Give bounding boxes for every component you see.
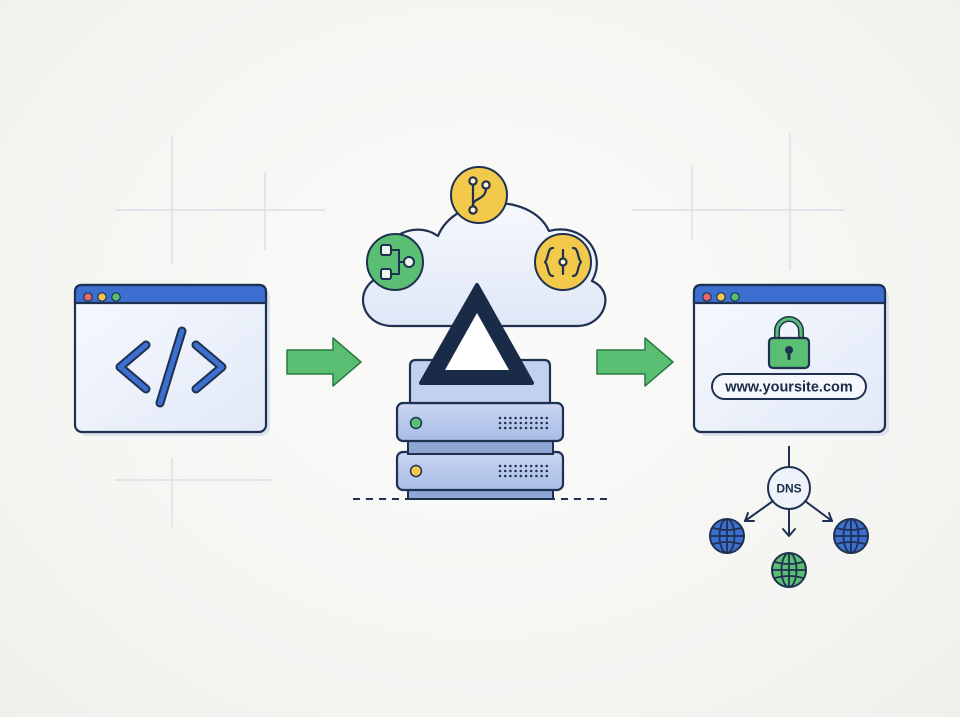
arrow-right-icon (596, 337, 674, 387)
url-bar (711, 373, 867, 400)
lock-icon (767, 316, 811, 370)
window-maximize-dot (111, 292, 121, 302)
globe-icon (833, 518, 869, 554)
server-vents (498, 416, 549, 430)
git-branch-icon (450, 166, 508, 224)
window-maximize-dot (730, 292, 740, 302)
window-minimize-dot (716, 292, 726, 302)
window-close-dot (83, 292, 93, 302)
server-status-light (409, 464, 423, 478)
window-close-dot (702, 292, 712, 302)
server-status-light (409, 416, 423, 430)
dns-routing: DNS (709, 446, 869, 588)
window-minimize-dot (97, 292, 107, 302)
dns-label: DNS (776, 482, 801, 496)
live-site-window: www.yoursite.com (692, 283, 889, 436)
pipeline-icon (366, 233, 424, 291)
triangle-logo-icon (419, 283, 534, 385)
source-code-window (73, 283, 270, 436)
code-brackets-icon (115, 326, 227, 408)
arrow-right-icon (286, 337, 362, 387)
globe-icon (709, 518, 745, 554)
config-braces-icon (534, 233, 592, 291)
background-guide-lines (115, 133, 845, 528)
globe-icon (771, 552, 807, 588)
url-bar-text: www.yoursite.com (724, 380, 853, 396)
server-vents (498, 464, 549, 478)
